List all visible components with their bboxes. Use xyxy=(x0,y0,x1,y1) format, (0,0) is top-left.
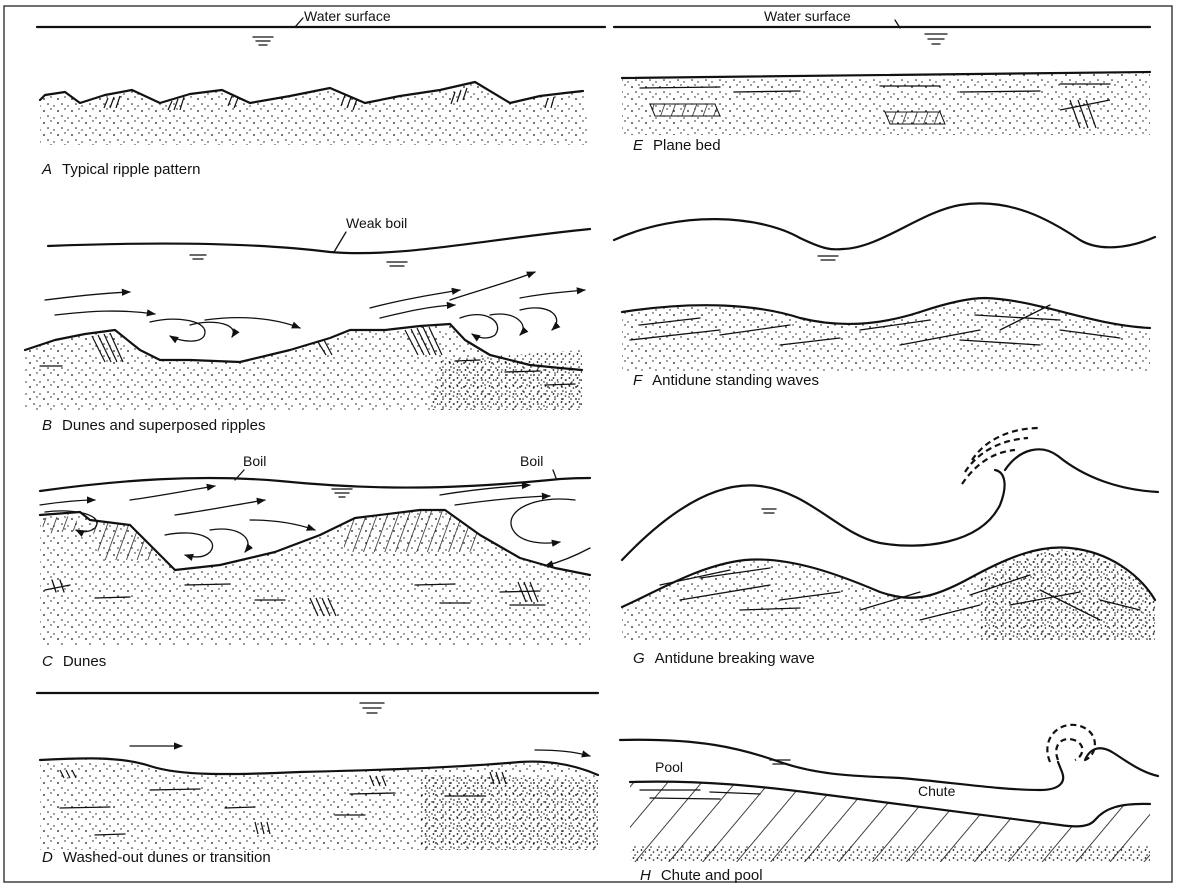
water-level-symbol-b2 xyxy=(387,262,407,266)
water-surface-leader xyxy=(295,18,303,27)
water-level-symbol-d xyxy=(360,703,384,713)
sand-dots-h xyxy=(630,845,1150,862)
panel-c: Boil Boil xyxy=(40,453,590,670)
flow-arrows-b xyxy=(45,272,585,341)
water-level-symbol-b1 xyxy=(190,255,206,259)
chute-label: Chute xyxy=(918,783,956,799)
water-level-symbol-c xyxy=(332,489,352,497)
water-surface-label-right: Water surface xyxy=(764,8,851,24)
boil-leader-right xyxy=(553,470,556,478)
wave-crest-h xyxy=(1085,748,1158,776)
water-surface-line-b xyxy=(48,229,590,253)
boil-label-left: Boil xyxy=(243,453,266,469)
sand-body-f xyxy=(622,298,1150,372)
water-level-symbol-g xyxy=(762,509,776,513)
dune-crossbeds-c1 xyxy=(90,520,160,560)
weak-boil-leader xyxy=(334,232,346,252)
flow-arrows-d xyxy=(130,746,590,756)
pool-label: Pool xyxy=(655,759,683,775)
water-level-symbol-f xyxy=(818,256,838,260)
breaking-crest-dashes-g xyxy=(962,428,1040,484)
crossbed-lens-e1 xyxy=(650,104,720,116)
water-surface-wave-g xyxy=(622,470,1005,560)
water-level-symbol xyxy=(253,37,273,45)
water-surface-line-c xyxy=(40,478,590,491)
boil-label-right: Boil xyxy=(520,453,543,469)
water-surface-wave-f xyxy=(614,203,1155,249)
water-surface-label-left: Water surface xyxy=(304,8,391,24)
weak-boil-label: Weak boil xyxy=(346,215,407,231)
dense-sand-d xyxy=(420,775,598,850)
panel-b: Weak boil xyxy=(25,215,590,434)
wave-crest-g xyxy=(1005,449,1158,492)
crossbed-lens-e2 xyxy=(885,112,945,124)
water-level-symbol-e xyxy=(925,34,947,44)
